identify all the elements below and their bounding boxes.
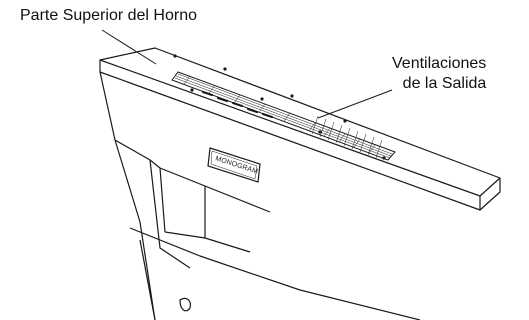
callout-outlet-vents-line1: Ventilaciones <box>392 55 487 72</box>
oven-left-side <box>99 71 156 320</box>
outlet-vents <box>171 54 396 161</box>
callout-outlet-vents-line2: de la Salida <box>402 75 487 92</box>
leader-lines <box>101 29 393 119</box>
leader-line-oven-top <box>101 29 157 65</box>
leader-line-vents <box>317 89 393 119</box>
brand-badge: MONOGRAM <box>207 147 261 183</box>
callout-outlet-vents: Ventilaciones de la Salida <box>392 54 486 94</box>
callout-oven-top: Parte Superior del Horno <box>20 7 197 24</box>
oven-lower-panel <box>129 227 421 320</box>
